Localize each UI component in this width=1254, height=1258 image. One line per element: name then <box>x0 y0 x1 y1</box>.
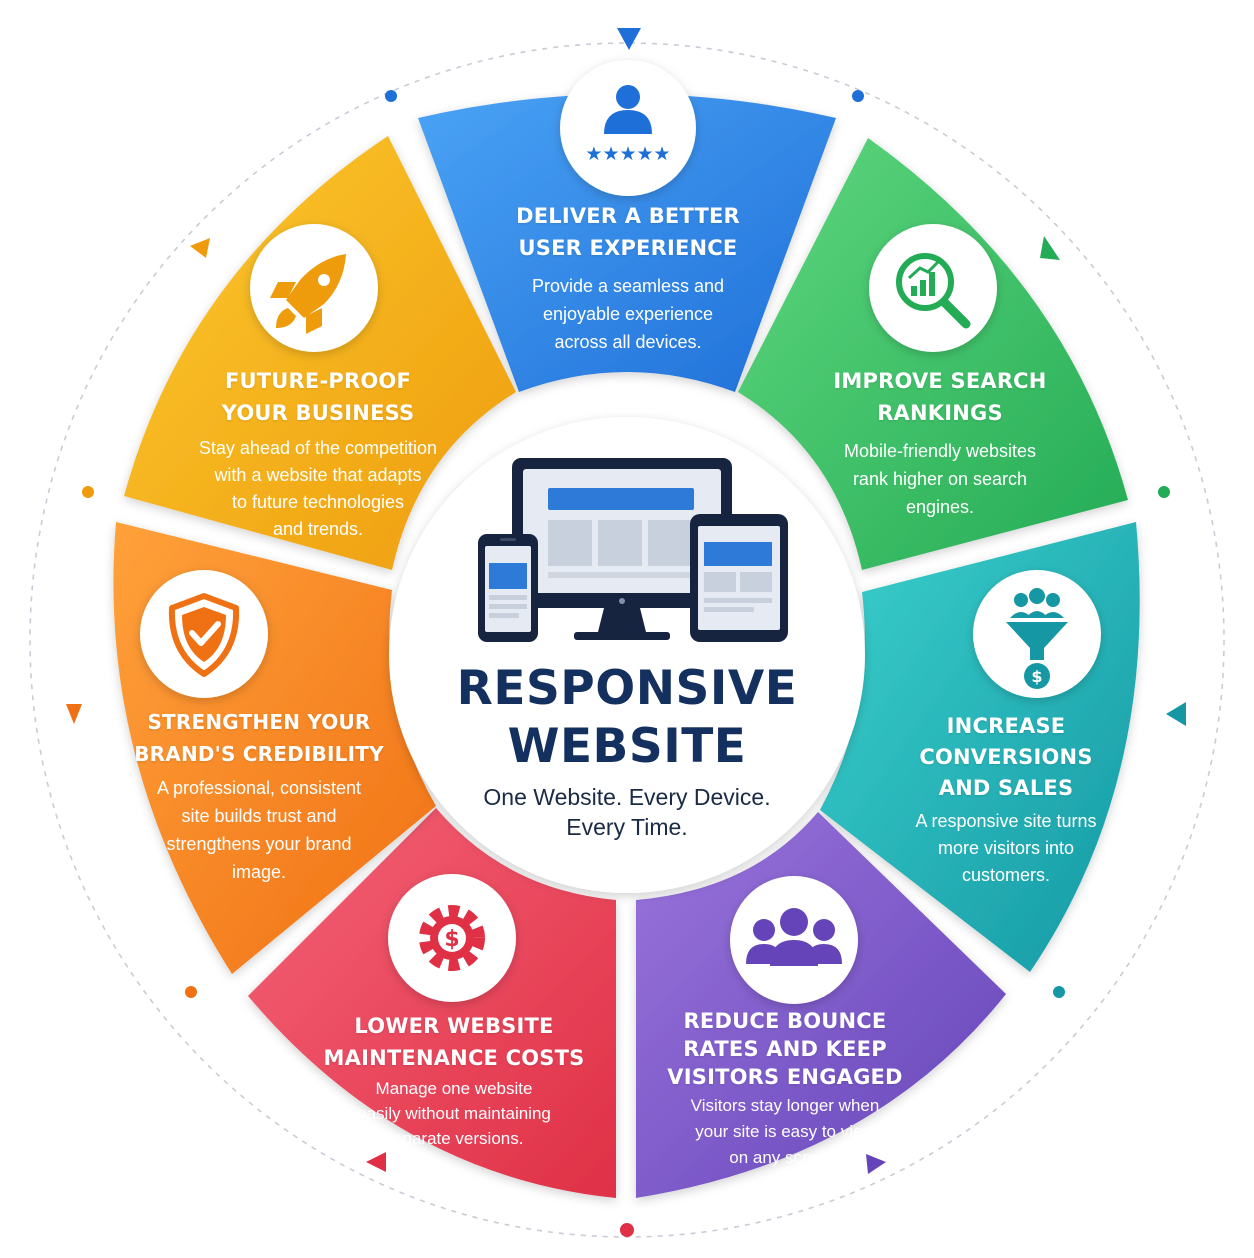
segment-description: Provide a seamless and enjoyable experie… <box>492 272 764 356</box>
segment-maintenance: LOWER WEBSITE MAINTENANCE COSTS Manage o… <box>316 1010 592 1151</box>
segment-title: FUTURE-PROOF YOUR BUSINESS <box>170 365 466 429</box>
title-line: RATES AND KEEP <box>683 1037 887 1061</box>
desc-line: with a website that adapts <box>214 465 422 485</box>
orbit-arrow-upper-left <box>190 238 210 258</box>
desc-line: easily without maintaining <box>357 1104 551 1123</box>
desc-line: Manage one website <box>375 1079 533 1098</box>
title-line: STRENGTHEN YOUR <box>147 710 371 734</box>
desc-line: to future technologies <box>231 492 405 512</box>
desc-line: separate versions. <box>384 1129 524 1148</box>
desc-line: A responsive site turns <box>915 811 1097 831</box>
orbit-arrow-left <box>66 704 82 724</box>
desc-line: engines. <box>905 497 975 517</box>
orbit-arrow-right <box>1166 702 1186 726</box>
title-line: REDUCE BOUNCE <box>683 1009 887 1033</box>
center-tagline: One Website. Every Device. Every Time. <box>430 782 824 842</box>
rocket-icon <box>270 254 346 334</box>
segment-future-proof-shape <box>124 136 516 570</box>
title-line: VISITORS ENGAGED <box>667 1065 903 1089</box>
sales-funnel-icon: $ <box>1006 588 1068 689</box>
center-title: RESPONSIVE WEBSITE <box>404 660 850 776</box>
center-tagline-line: One Website. Every Device. <box>483 784 771 810</box>
desc-line: rank higher on search <box>852 469 1028 489</box>
title-line: USER EXPERIENCE <box>518 236 738 260</box>
segment-title: DELIVER A BETTER USER EXPERIENCE <box>492 200 764 264</box>
desc-line: Visitors stay longer when <box>690 1096 880 1115</box>
segment-description: Mobile-friendly websites rank higher on … <box>810 437 1070 521</box>
desc-line: Stay ahead of the competition <box>198 438 438 458</box>
search-analytics-icon <box>896 253 971 329</box>
svg-text:$: $ <box>1031 667 1042 686</box>
segment-bounce-rates-shape <box>636 812 1006 1198</box>
title-line: MAINTENANCE COSTS <box>323 1046 585 1070</box>
center-tagline-line: Every Time. <box>566 814 688 840</box>
desc-line: site builds trust and <box>181 806 337 826</box>
title-line: BRAND'S CREDIBILITY <box>134 742 384 766</box>
desc-line: enjoyable experience <box>542 304 714 324</box>
desc-line: more visitors into <box>937 838 1075 858</box>
orbit-arrow-upper-right <box>1040 236 1060 260</box>
title-line: AND SALES <box>938 776 1074 800</box>
segment-title: REDUCE BOUNCE RATES AND KEEP VISITORS EN… <box>650 1007 920 1091</box>
title-line: CONVERSIONS <box>919 745 1093 769</box>
svg-text:$: $ <box>444 927 459 952</box>
desc-line: strengthens your brand <box>166 834 352 854</box>
segment-user-experience: DELIVER A BETTER USER EXPERIENCE Provide… <box>492 200 764 356</box>
segment-description: Stay ahead of the competition with a web… <box>170 435 466 543</box>
desc-line: customers. <box>961 865 1051 885</box>
segment-future-proof: FUTURE-PROOF YOUR BUSINESS Stay ahead of… <box>170 365 466 543</box>
segment-title: LOWER WEBSITE MAINTENANCE COSTS <box>316 1010 592 1074</box>
title-line: LOWER WEBSITE <box>354 1014 554 1038</box>
desc-line: across all devices. <box>554 332 702 352</box>
desc-line: image. <box>231 862 287 882</box>
segment-description: Manage one website easily without mainta… <box>316 1076 592 1151</box>
segment-maintenance-shape <box>248 808 616 1198</box>
user-rating-icon: ★★★★★ <box>585 85 671 165</box>
devices-illustration <box>478 458 788 642</box>
segment-bounce-rates: REDUCE BOUNCE RATES AND KEEP VISITORS EN… <box>650 1007 920 1171</box>
shield-check-icon <box>168 593 240 677</box>
center-title-line: RESPONSIVE <box>456 661 798 716</box>
desc-line: on any screen. <box>729 1148 841 1167</box>
segment-credibility: STRENGTHEN YOUR BRAND'S CREDIBILITY A pr… <box>124 706 394 886</box>
title-line: YOUR BUSINESS <box>221 401 415 425</box>
orbit-dot <box>82 486 94 498</box>
dollar-gear-icon: $ <box>419 905 485 971</box>
desc-line: Provide a seamless and <box>531 276 725 296</box>
center-title-line: WEBSITE <box>507 719 747 774</box>
orbit-arrow-lower-left <box>366 1152 386 1172</box>
orbit-arrow-lower-right <box>866 1154 886 1174</box>
segment-description: A responsive site turns more visitors in… <box>888 808 1124 889</box>
segment-description: Visitors stay longer when your site is e… <box>650 1093 920 1171</box>
desc-line: your site is easy to view <box>695 1122 875 1141</box>
segment-title: INCREASE CONVERSIONS AND SALES <box>888 711 1124 804</box>
segment-search-rankings: IMPROVE SEARCH RANKINGS Mobile-friendly … <box>810 365 1070 521</box>
desc-line: Mobile-friendly websites <box>843 441 1037 461</box>
orbit-dot <box>852 90 864 102</box>
orbit-dot <box>620 1223 634 1237</box>
segment-title: STRENGTHEN YOUR BRAND'S CREDIBILITY <box>124 706 394 770</box>
orbit-dot <box>1053 986 1065 998</box>
desc-line: and trends. <box>272 519 364 539</box>
title-line: IMPROVE SEARCH <box>833 369 1047 393</box>
segment-user-experience-shape <box>418 94 836 392</box>
title-line: RANKINGS <box>877 401 1003 425</box>
svg-text:★★★★★: ★★★★★ <box>585 143 670 165</box>
segment-title: IMPROVE SEARCH RANKINGS <box>810 365 1070 429</box>
desc-line: A professional, consistent <box>156 778 362 798</box>
orbit-arrow-top <box>617 28 641 50</box>
users-group-icon <box>746 908 842 966</box>
title-line: INCREASE <box>946 714 1066 738</box>
orbit-dot <box>385 90 397 102</box>
orbit-dot <box>185 986 197 998</box>
segment-search-rankings-shape <box>738 138 1128 570</box>
segment-description: A professional, consistent site builds t… <box>124 774 394 886</box>
orbit-dot <box>1158 486 1170 498</box>
title-line: FUTURE-PROOF <box>224 369 412 393</box>
title-line: DELIVER A BETTER <box>516 204 740 228</box>
segment-conversions: INCREASE CONVERSIONS AND SALES A respons… <box>888 711 1124 889</box>
